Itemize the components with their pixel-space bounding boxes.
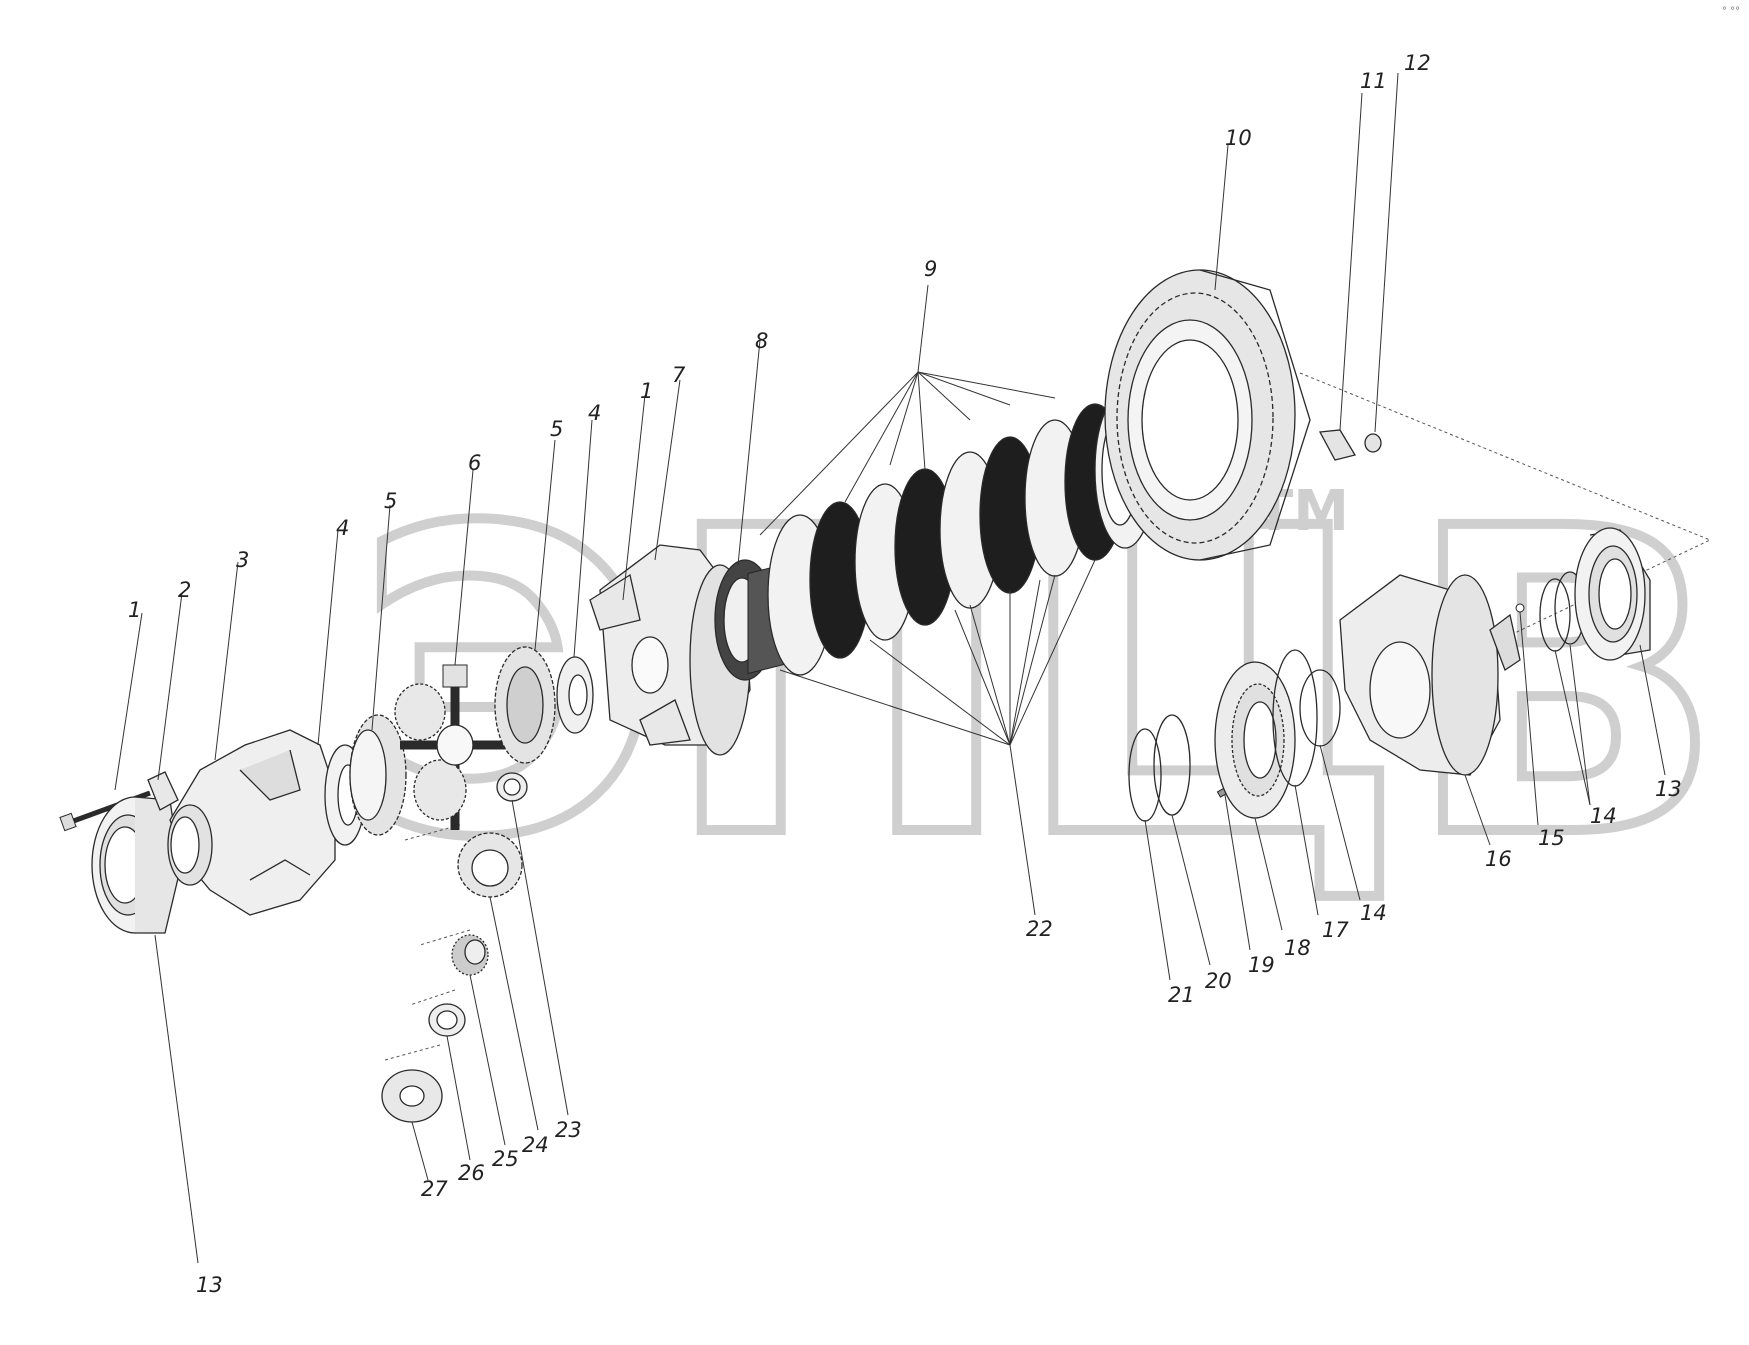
callout-21-snap-ring: 21 — [1168, 983, 1195, 1007]
callout-15-ball: 15 — [1538, 826, 1565, 850]
callout-24-pinion: 24 — [522, 1133, 549, 1157]
part-needle-bush — [451, 934, 489, 976]
callout-16-housing-right: 16 — [1485, 847, 1512, 871]
callout-26-spacer-ring: 26 — [458, 1161, 485, 1185]
part-ring-gear — [1104, 269, 1311, 561]
callout-17-o-ring: 17 — [1322, 918, 1349, 942]
part-spider-pinions — [394, 664, 510, 830]
callout-8-hub: 8 — [755, 329, 768, 353]
callout-9-discs: 9 — [924, 257, 937, 281]
part-bearing-left — [91, 796, 181, 934]
part-bush — [496, 772, 528, 802]
part-washer — [381, 1069, 443, 1123]
part-housing-half — [167, 729, 336, 916]
part-housing-right — [1339, 574, 1521, 776]
callout-18-pressure-plate: 18 — [1284, 936, 1311, 960]
part-thrust-washer-right — [556, 656, 594, 734]
part-side-gear-left — [349, 714, 407, 836]
callout-12-nut: 12 — [1404, 51, 1431, 75]
callout-5-side-gear-right: 5 — [550, 417, 563, 441]
part-ball — [1515, 603, 1525, 613]
callout-4-washer-left: 4 — [336, 516, 349, 540]
callout-20-snap-ring: 20 — [1205, 969, 1232, 993]
callout-14-rings-right: 14 — [1590, 804, 1617, 828]
part-lock-plate-nut — [1318, 429, 1382, 461]
part-pressure-plate — [1214, 661, 1296, 819]
callout-1-bolt: 1 — [128, 598, 141, 622]
callout-11-lock-plate: 11 — [1360, 69, 1387, 93]
part-spacer-ring — [428, 1003, 466, 1037]
callout-10-ring-gear: 10 — [1225, 126, 1252, 150]
callout-1-bolt-upper: 1 — [640, 379, 653, 403]
callout-19-pin: 19 — [1248, 953, 1275, 977]
part-pinion-small — [457, 832, 523, 898]
part-lock-plate — [147, 771, 179, 811]
callout-3-housing-half: 3 — [236, 548, 249, 572]
callout-4-washer-right: 4 — [588, 401, 601, 425]
callout-7-clutch-housing: 7 — [672, 363, 686, 387]
callout-27-washer: 27 — [421, 1177, 448, 1201]
callout-5-side-gear-left: 5 — [384, 489, 397, 513]
callout-6-spider: 6 — [468, 451, 481, 475]
callout-23-bush: 23 — [555, 1118, 582, 1142]
callout-13-bearing-left: 13 — [196, 1273, 223, 1297]
callout-13-bearing-right: 13 — [1655, 777, 1682, 801]
corner-mark: ° °° — [1722, 6, 1740, 17]
callout-labels: 1 2 3 4 5 6 5 4 1 7 8 9 10 11 12 13 13 1… — [128, 51, 1682, 1297]
part-side-gear-right — [494, 646, 556, 764]
callout-14-o-ring: 14 — [1360, 901, 1387, 925]
leader-lines — [114, 72, 1666, 1264]
part-bearing-right — [1574, 527, 1651, 661]
callout-2-lock-plate: 2 — [178, 578, 191, 602]
callout-22-discs: 22 — [1026, 917, 1053, 941]
callout-25-needle-bush: 25 — [492, 1147, 519, 1171]
